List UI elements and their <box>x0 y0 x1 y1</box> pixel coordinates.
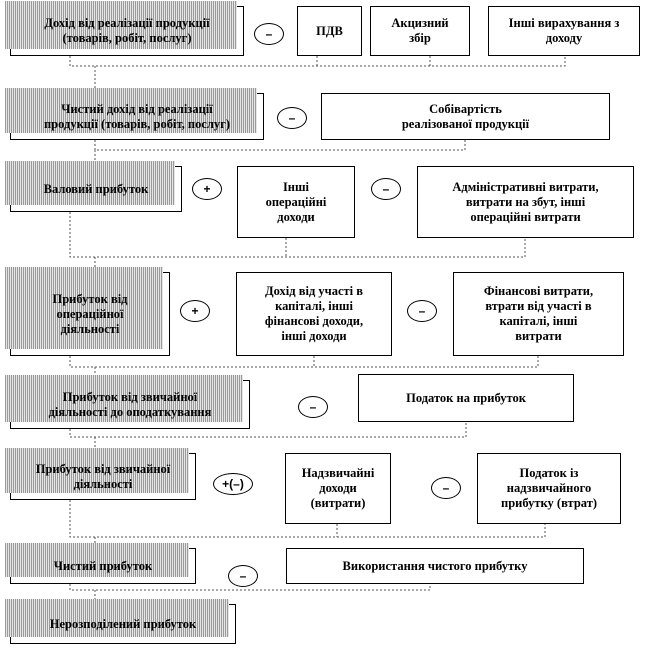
pretax-profit-box: Прибуток від звичайної діяльності до опо… <box>5 375 250 429</box>
ordinary-profit-label: Прибуток від звичайної діяльності <box>35 461 171 491</box>
excise-duty-label: Акцизний збір <box>391 16 449 45</box>
cost-of-sales-label: Собівартість реалізованої продукції <box>401 101 530 131</box>
net-revenue-box: Чистий дохід від реалізації продукції (т… <box>5 88 264 140</box>
extraordinary-tax-label: Податок із надзвичайного прибутку (втрат… <box>501 466 597 510</box>
extraordinary-items-label: Надзвичайні доходи (витрати) <box>301 466 375 510</box>
financial-expenses-box: Фінансові витрати, втрати від участі в к… <box>453 272 624 356</box>
minus-operator: – <box>254 23 284 45</box>
minus-operator: – <box>298 396 328 418</box>
net-profit-usage-label: Використання чистого прибутку <box>342 558 528 573</box>
minus-operator: – <box>431 477 461 499</box>
minus-operator: – <box>371 178 401 200</box>
extraordinary-tax-box: Податок із надзвичайного прибутку (втрат… <box>477 453 621 524</box>
financial-income-box: Дохід від участі в капіталі, інші фінанс… <box>236 272 392 356</box>
plus-operator: + <box>180 300 210 322</box>
minus-operator: – <box>277 107 307 129</box>
other-deductions-box: Інші вирахування з доходу <box>488 6 640 56</box>
minus-operator: – <box>228 565 258 587</box>
income-tax-label: Податок на прибуток <box>406 390 526 405</box>
cost-of-sales-box: Собівартість реалізованої продукції <box>321 93 610 140</box>
excise-duty-box: Акцизний збір <box>370 6 470 56</box>
retained-earnings-box: Нерозподілений прибуток <box>5 599 236 644</box>
other-operating-income-box: Інші операційні доходи <box>237 166 355 238</box>
gross-profit-label: Валовий прибуток <box>43 181 149 196</box>
net-profit-label: Чистий прибуток <box>53 558 153 573</box>
vat-box: ПДВ <box>297 6 362 56</box>
gross-profit-box: Валовий прибуток <box>5 161 182 212</box>
net-revenue-label: Чистий дохід від реалізації продукції (т… <box>43 101 231 131</box>
extraordinary-items-box: Надзвичайні доходи (витрати) <box>285 453 391 524</box>
retained-earnings-label: Нерозподілений прибуток <box>49 616 197 631</box>
operating-profit-label: Прибуток від операційної діяльності <box>52 291 128 336</box>
revenue-box: Дохід від реалізації продукції (товарів,… <box>5 1 244 56</box>
operating-profit-box: Прибуток від операційної діяльності <box>5 267 170 356</box>
net-profit-usage-box: Використання чистого прибутку <box>286 548 584 584</box>
ordinary-profit-box: Прибуток від звичайної діяльності <box>5 448 196 500</box>
plus-minus-operator: +(–) <box>213 473 253 495</box>
net-profit-box: Чистий прибуток <box>5 543 196 584</box>
income-tax-box: Податок на прибуток <box>358 374 574 422</box>
other-deductions-label: Інші вирахування з доходу <box>508 16 620 45</box>
revenue-label: Дохід від реалізації продукції (товарів,… <box>44 16 210 45</box>
minus-operator: – <box>407 300 437 322</box>
operating-expenses-box: Адміністративні витрати, витрати на збут… <box>417 166 634 238</box>
plus-operator: + <box>192 178 222 200</box>
other-operating-income-label: Інші операційні доходи <box>265 179 327 224</box>
financial-expenses-label: Фінансові витрати, втрати від участі в к… <box>483 284 594 343</box>
operating-expenses-label: Адміністративні витрати, витрати на збут… <box>452 179 599 224</box>
financial-income-label: Дохід від участі в капіталі, інші фінанс… <box>264 284 364 343</box>
vat-label: ПДВ <box>316 23 343 38</box>
pretax-profit-label: Прибуток від звичайної діяльності до опо… <box>48 389 212 419</box>
